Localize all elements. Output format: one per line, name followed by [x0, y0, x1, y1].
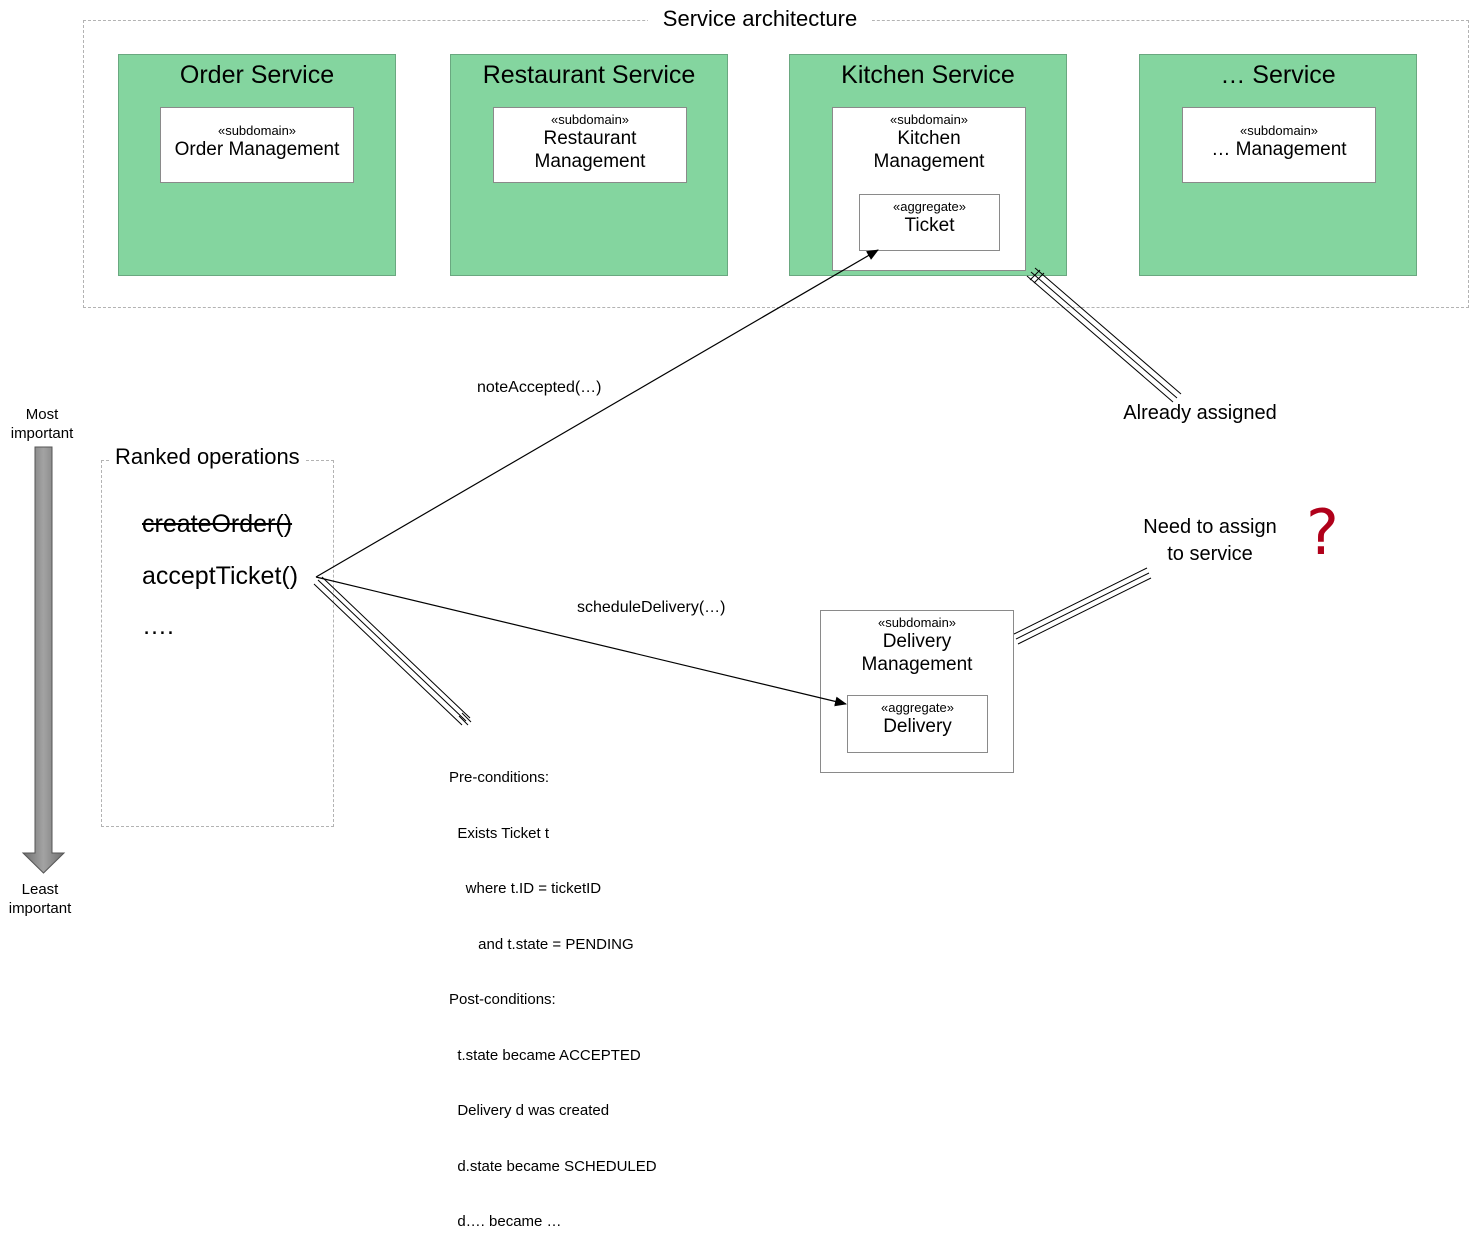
- subdomain-name-line: Order Management: [174, 139, 340, 160]
- already-assigned-note: Already assigned: [1123, 402, 1277, 424]
- other-management-subdomain[interactable]: «subdomain» … Management: [1182, 107, 1376, 183]
- connectors-overlay: [21, 249, 1182, 874]
- subdomain-stereotype: «subdomain»: [889, 112, 969, 127]
- most-important-label: Most important: [2, 405, 82, 443]
- already-assigned-link: [1026, 267, 1182, 403]
- subdomain-name-line: … Management: [1211, 139, 1347, 160]
- label-line: Most: [25, 406, 59, 423]
- question-mark-icon: ?: [1306, 496, 1339, 569]
- aggregate-stereotype: «aggregate»: [892, 199, 966, 214]
- subdomain-name-line: Kitchen: [897, 128, 961, 149]
- operation-more: ….: [142, 612, 174, 640]
- subdomain-stereotype: «subdomain»: [217, 123, 297, 138]
- subdomain-name-line: Restaurant: [543, 128, 637, 149]
- ticket-aggregate[interactable]: «aggregate» Ticket: [859, 194, 1000, 251]
- operation-create-order[interactable]: createOrder(): [142, 510, 293, 538]
- aggregate-stereotype: «aggregate»: [880, 700, 954, 715]
- condition-line: where t.ID = ticketID: [449, 880, 602, 897]
- subdomain-name-line: Management: [873, 151, 985, 172]
- delivery-management-subdomain[interactable]: «subdomain» Delivery Management «aggrega…: [820, 610, 1014, 773]
- need-to-assign-link: [1013, 567, 1152, 645]
- condition-line: Post-conditions:: [449, 991, 556, 1008]
- subdomain-name-line: Management: [861, 654, 973, 675]
- conditions-link: [313, 576, 472, 726]
- subdomain-stereotype: «subdomain»: [550, 112, 630, 127]
- service-architecture-title: Service architecture: [648, 6, 872, 32]
- subdomain-stereotype: «subdomain»: [877, 615, 957, 630]
- subdomain-name-line: Delivery: [882, 631, 952, 652]
- other-service[interactable]: … Service «subdomain» … Management: [1139, 54, 1417, 276]
- condition-line: Pre-conditions:: [449, 769, 550, 786]
- note-accepted-label: noteAccepted(…): [477, 379, 602, 396]
- schedule-delivery-arrow: [315, 576, 847, 707]
- subdomain-stereotype: «subdomain»: [1239, 123, 1319, 138]
- order-management-subdomain[interactable]: «subdomain» Order Management: [160, 107, 354, 183]
- label-line: Least: [21, 881, 59, 898]
- subdomain-name-line: Management: [534, 151, 646, 172]
- need-to-assign-note: Need to assign to service: [1110, 514, 1310, 568]
- note-line: to service: [1167, 543, 1253, 565]
- condition-line: Delivery d was created: [449, 1102, 610, 1119]
- ranked-operations-title: Ranked operations: [111, 444, 304, 470]
- service-title: Restaurant Service: [482, 61, 696, 89]
- condition-line: t.state became ACCEPTED: [449, 1046, 641, 1064]
- aggregate-name: Ticket: [904, 215, 955, 236]
- condition-line: d…. became …: [449, 1213, 562, 1230]
- service-title: … Service: [1220, 61, 1336, 89]
- least-important-label: Least important: [0, 880, 80, 918]
- restaurant-management-subdomain[interactable]: «subdomain» Restaurant Management: [493, 107, 687, 183]
- condition-line: d.state became SCHEDULED: [449, 1157, 657, 1175]
- schedule-delivery-label: scheduleDelivery(…): [577, 599, 726, 616]
- delivery-aggregate[interactable]: «aggregate» Delivery: [847, 695, 988, 753]
- service-title: Kitchen Service: [841, 61, 1015, 89]
- service-title: Order Service: [179, 61, 335, 89]
- label-line: important: [10, 425, 74, 442]
- label-line: important: [8, 900, 72, 917]
- note-accepted-arrow: [315, 249, 879, 578]
- condition-line: Exists Ticket t: [449, 824, 550, 842]
- order-service[interactable]: Order Service «subdomain» Order Manageme…: [118, 54, 396, 276]
- importance-scale-arrow: [21, 446, 66, 874]
- kitchen-management-subdomain[interactable]: «subdomain» Kitchen Management «aggregat…: [832, 107, 1026, 271]
- note-line: Need to assign: [1143, 516, 1277, 538]
- aggregate-name: Delivery: [883, 716, 952, 737]
- kitchen-service[interactable]: Kitchen Service «subdomain» Kitchen Mana…: [789, 54, 1067, 276]
- condition-line: and t.state = PENDING: [449, 935, 634, 953]
- restaurant-service[interactable]: Restaurant Service «subdomain» Restauran…: [450, 54, 728, 276]
- operation-accept-ticket[interactable]: acceptTicket(): [142, 562, 299, 590]
